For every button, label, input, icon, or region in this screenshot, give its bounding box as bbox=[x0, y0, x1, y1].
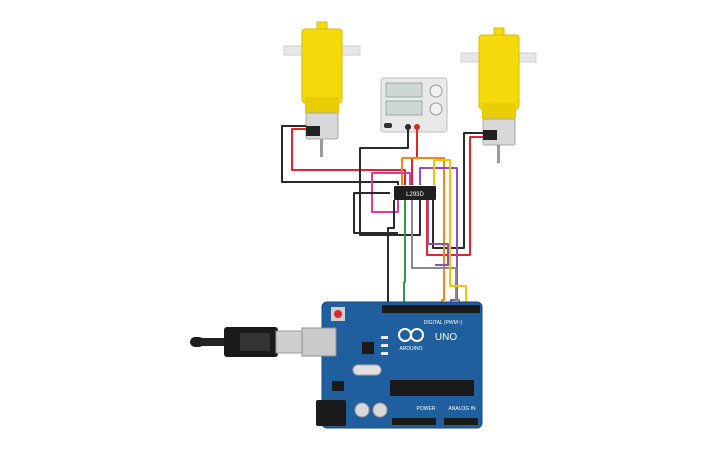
wire-yellow[interactable] bbox=[433, 159, 467, 312]
right-motor-gearbox-band bbox=[482, 103, 516, 119]
arduino-logo-icon-right bbox=[410, 328, 424, 342]
power-supply-switch[interactable] bbox=[384, 123, 392, 128]
usb-cable[interactable] bbox=[190, 327, 303, 357]
power-supply-display-2 bbox=[385, 100, 423, 116]
wire-black-psu[interactable] bbox=[359, 127, 421, 236]
driver-chip-label: L293D bbox=[406, 192, 424, 198]
wire-green[interactable] bbox=[403, 200, 406, 312]
left-dc-motor[interactable] bbox=[283, 21, 361, 157]
arduino-model-label: UNO bbox=[435, 332, 457, 343]
wire-black-loop[interactable] bbox=[353, 192, 398, 234]
arduino-led-1 bbox=[381, 336, 388, 339]
wire-purple-2[interactable] bbox=[427, 200, 449, 266]
wire-black-right-motor[interactable] bbox=[432, 132, 483, 249]
wire-red-psu[interactable] bbox=[411, 127, 418, 185]
arduino-led-2 bbox=[381, 344, 388, 347]
wire-red-left-motor[interactable] bbox=[291, 128, 406, 185]
wire-black-ground[interactable] bbox=[387, 200, 395, 312]
power-supply-knob-2[interactable] bbox=[429, 102, 443, 116]
arduino-digital-header[interactable] bbox=[382, 305, 480, 313]
left-motor-terminal-block bbox=[306, 126, 320, 136]
arduino-analog-header-label: ANALOG IN bbox=[448, 406, 476, 412]
arduino-brand-label: ARDUINO bbox=[399, 346, 422, 352]
usb-cable-metal-end bbox=[275, 330, 303, 354]
left-motor-shaft bbox=[320, 139, 323, 157]
power-supply[interactable] bbox=[380, 77, 448, 133]
usb-cable-cord bbox=[200, 338, 226, 346]
arduino-uno-board[interactable]: DIGITAL (PWM~) ARDUINO UNO POWER ANALOG … bbox=[301, 301, 483, 429]
power-supply-knob-1[interactable] bbox=[429, 84, 443, 98]
arduino-pcb bbox=[321, 301, 483, 429]
arduino-power-jack[interactable] bbox=[316, 400, 346, 426]
arduino-digital-header-label: DIGITAL (PWM~) bbox=[424, 320, 463, 326]
left-motor-gearbox-band bbox=[305, 97, 339, 113]
arduino-voltage-regulator bbox=[332, 381, 344, 391]
right-motor-terminal-block bbox=[483, 130, 497, 140]
arduino-capacitor-1 bbox=[354, 402, 370, 418]
arduino-reset-button[interactable] bbox=[334, 310, 342, 318]
arduino-crystal bbox=[352, 364, 382, 376]
right-motor-gearbox bbox=[478, 34, 520, 110]
right-motor-shaft-stub-right bbox=[517, 52, 537, 63]
wire-black-left-motor[interactable] bbox=[281, 125, 399, 185]
arduino-power-header[interactable] bbox=[392, 418, 436, 425]
arduino-usb-chip bbox=[362, 342, 374, 354]
right-motor-shaft-stub-left bbox=[460, 52, 480, 63]
right-dc-motor[interactable] bbox=[460, 27, 537, 163]
usb-cable-plug-grip bbox=[240, 333, 270, 351]
arduino-analog-header[interactable] bbox=[444, 418, 478, 425]
arduino-led-3 bbox=[381, 352, 388, 355]
l293d-driver[interactable]: L293D bbox=[394, 186, 436, 200]
right-motor-shaft bbox=[497, 145, 500, 163]
arduino-power-header-label: POWER bbox=[417, 406, 436, 412]
left-motor-gearbox bbox=[301, 28, 343, 104]
wires bbox=[281, 125, 483, 312]
arduino-capacitor-2 bbox=[372, 402, 388, 418]
power-supply-display-1 bbox=[385, 82, 423, 98]
left-motor-shaft-stub-right bbox=[341, 45, 361, 56]
left-motor-shaft-stub bbox=[283, 45, 303, 56]
arduino-usb-port[interactable] bbox=[301, 327, 337, 357]
driver-chip-body bbox=[394, 186, 436, 200]
arduino-microcontroller bbox=[390, 380, 474, 396]
